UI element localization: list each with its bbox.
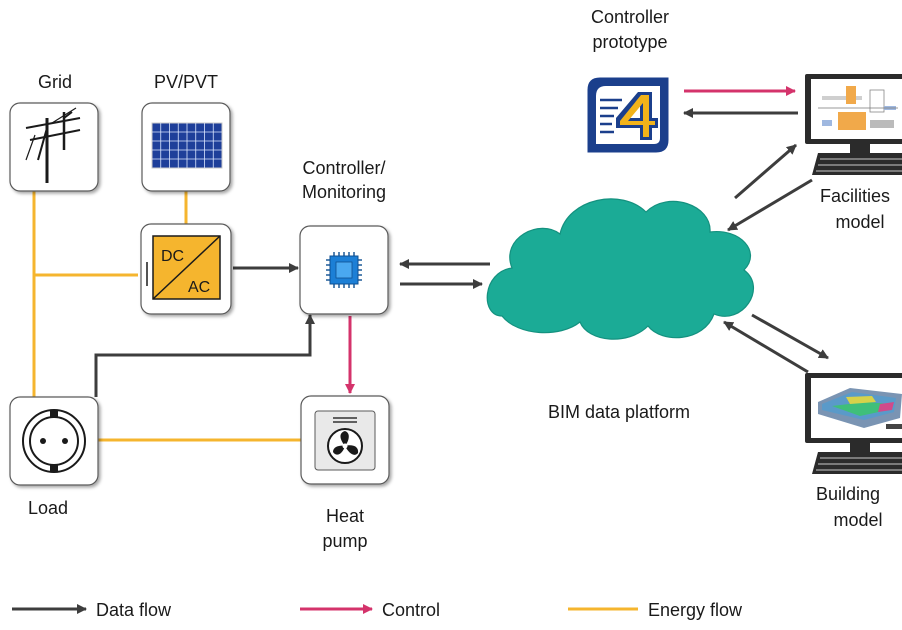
grid-node <box>9 102 99 192</box>
cloud-label: BIM data platform <box>548 402 690 422</box>
monitor-facilities-icon <box>805 74 902 175</box>
heat-pump-label-line1: Heat <box>326 506 364 526</box>
load-label: Load <box>28 498 68 518</box>
inverter-ac-label: AC <box>188 279 210 296</box>
microchip-icon <box>326 252 362 288</box>
facilities-label-line1: Facilities <box>820 186 890 206</box>
inverter-icon <box>152 235 221 300</box>
control-lines <box>345 86 796 394</box>
data-facilities-cloud <box>727 178 813 232</box>
pv-node <box>141 102 231 192</box>
fan-icon <box>314 410 376 471</box>
data-building-cloud <box>723 320 809 374</box>
load-node <box>9 396 99 486</box>
legend: Data flow Control Energy flow <box>12 600 743 620</box>
controller-label-line2: Monitoring <box>302 182 386 202</box>
building-label-line1: Building <box>816 484 880 504</box>
inverter-dc-label: DC <box>161 248 184 265</box>
power-socket-icon <box>22 409 86 473</box>
data-cloud-building <box>751 313 829 360</box>
power-pylon-icon <box>25 107 81 183</box>
heat-pump-node <box>300 395 390 485</box>
controller-label-line1: Controller/ <box>302 158 385 178</box>
building-label-line2: model <box>833 510 882 530</box>
data-flow-lines <box>94 108 829 397</box>
pv-label: PV/PVT <box>154 72 218 92</box>
data-load-controller <box>94 314 315 397</box>
controller-logo-icon <box>587 77 669 153</box>
grid-label: Grid <box>38 72 72 92</box>
prototype-label-line2: prototype <box>592 32 667 52</box>
legend-control-label: Control <box>382 600 440 620</box>
energy-flow-lines <box>32 190 301 442</box>
monitor-building-icon <box>805 373 902 474</box>
cloud-shape <box>486 198 755 340</box>
prototype-label-line1: Controller <box>591 7 669 27</box>
legend-energy-flow-label: Energy flow <box>648 600 743 620</box>
inverter-node: DC AC <box>140 223 232 315</box>
legend-data-flow-label: Data flow <box>96 600 172 620</box>
cloud-node <box>486 198 755 340</box>
controller-node <box>299 225 389 315</box>
facilities-label-line2: model <box>835 212 884 232</box>
solar-panel-icon <box>151 122 223 169</box>
heat-pump-label-line2: pump <box>322 531 367 551</box>
data-cloud-facilities <box>734 143 797 200</box>
